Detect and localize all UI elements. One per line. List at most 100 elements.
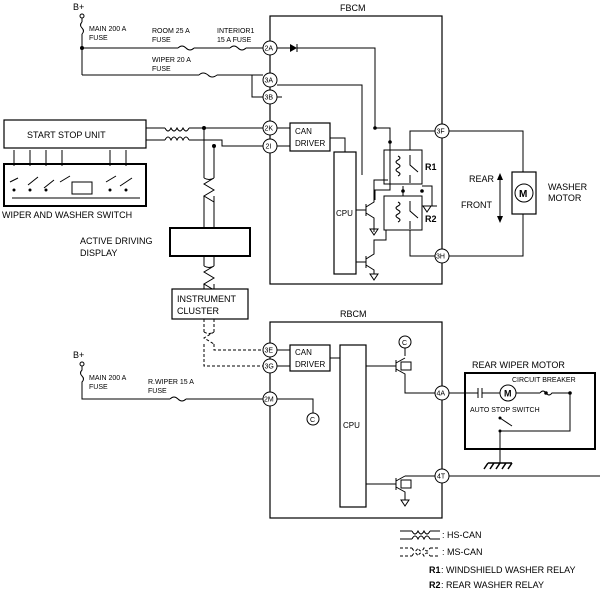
legend-hs-can: : HS-CAN: [442, 530, 482, 540]
rwiper-fuse-symbol: [169, 396, 187, 402]
svg-text:2I: 2I: [266, 144, 272, 151]
auto-stop-switch-contact: [499, 417, 513, 463]
auto-stop-switch-label: AUTO STOP SWITCH: [470, 407, 540, 414]
washer-motor-label-2: MOTOR: [548, 193, 582, 203]
hs-can-twist-1: [203, 177, 215, 203]
hs-can-twist-start-stop: [164, 126, 190, 142]
bplus-top-label: B+: [73, 2, 84, 12]
interior-fuse-label-2: 15 A FUSE: [217, 37, 252, 44]
relay-r1-box: [383, 149, 423, 185]
room-fuse-label-2: FUSE: [152, 37, 171, 44]
wiper-fuse-label-1: WIPER 20 A: [152, 57, 191, 64]
svg-text:CPU: CPU: [336, 209, 353, 218]
ms-can-twist: [203, 331, 215, 345]
circuit-breaker-label: CIRCUIT BREAKER: [512, 377, 576, 384]
svg-text:CAN: CAN: [295, 127, 312, 136]
rbcm-can-driver-box: [289, 344, 331, 372]
rwiper-fuse-label-2: FUSE: [148, 388, 167, 395]
top-supply: B+ MAIN 200 A FUSE ROOM 25 A FUSE INTERI…: [73, 2, 263, 98]
instrument-cluster-label-2: CLUSTER: [177, 306, 220, 316]
rbcm-connector-c-1: [306, 412, 320, 426]
fbcm-cpu-box: [333, 151, 357, 275]
main-fuse-bottom-label-1: MAIN 200 A: [89, 375, 127, 382]
legend-r2-key: R2: [429, 580, 441, 590]
main-fuse-bottom-label-2: FUSE: [89, 384, 108, 391]
rear-wiper-motor-box: [464, 372, 596, 450]
svg-text:3E: 3E: [265, 348, 274, 355]
room-fuse-label-1: ROOM 25 A: [152, 28, 190, 35]
instrument-cluster-box: [171, 288, 249, 320]
rbcm-transistor-1: [366, 348, 435, 394]
svg-text:2K: 2K: [265, 126, 274, 133]
svg-text:DRIVER: DRIVER: [295, 139, 325, 148]
start-stop-unit-box: [3, 119, 147, 149]
svg-text:3B: 3B: [265, 95, 274, 102]
fbcm-can-driver-box: [289, 122, 331, 152]
relay-r2-label: R2: [425, 214, 437, 224]
junction-main-top: [80, 46, 84, 50]
bplus-top-terminal: [79, 13, 85, 19]
interior-fuse-label-1: INTERIOR1: [217, 28, 254, 35]
rbcm-cpu-box: [339, 344, 367, 508]
washer-motor-circuit: M WASHER MOTOR REAR FRONT: [449, 130, 588, 257]
svg-text:3H: 3H: [436, 254, 445, 261]
rear-wiper-motor-label: REAR WIPER MOTOR: [472, 360, 565, 370]
start-stop-unit-label: START STOP UNIT: [27, 130, 106, 140]
ground-symbol: [483, 462, 513, 470]
legend-r1-desc: : WINDSHIELD WASHER RELAY: [441, 565, 576, 575]
fbcm-label: FBCM: [340, 3, 366, 13]
active-driving-display-box: [169, 227, 251, 257]
rear-wiper-motor: REAR WIPER MOTOR M CIRCUIT BREAKER AUTO …: [449, 360, 600, 477]
svg-text:3A: 3A: [265, 78, 274, 85]
rwiper-fuse-label-1: R.WIPER 15 A: [148, 379, 194, 386]
interior-fuse-symbol: [229, 45, 247, 51]
relay-r1-label: R1: [425, 162, 437, 172]
rbcm-label: RBCM: [340, 309, 367, 319]
active-driving-display-label-1: ACTIVE DRIVING: [80, 236, 153, 246]
svg-text:M: M: [504, 389, 512, 399]
svg-text:CPU: CPU: [343, 421, 360, 430]
left-modules: START STOP UNIT WIPER AND WASHER SWITCH: [2, 119, 263, 220]
relay-r1-coil: [395, 155, 401, 177]
active-driving-display-label-2: DISPLAY: [80, 248, 117, 258]
legend-ms-can: : MS-CAN: [442, 547, 483, 557]
relay-r1-contact: [409, 155, 419, 183]
bottom-supply: B+ MAIN 200 A FUSE R.WIPER 15 A FUSE: [73, 350, 263, 402]
svg-text:2M: 2M: [264, 397, 274, 404]
washer-motor-label-1: WASHER: [548, 182, 588, 192]
pin-3a: [262, 72, 278, 88]
fbcm-transistor-2: [356, 230, 387, 274]
switch-contacts: [9, 175, 133, 189]
rbcm-transistor-2: [366, 475, 435, 500]
svg-text:DRIVER: DRIVER: [295, 360, 325, 369]
fbcm-module: FBCM 2A 3A 3B 2K 2I 3F 3H CAN DRIVER: [262, 3, 450, 285]
svg-text:C: C: [402, 340, 407, 347]
legend-r2-desc: : REAR WASHER RELAY: [441, 580, 544, 590]
main-fuse-top-label-1: MAIN 200 A: [89, 26, 127, 33]
svg-text:M: M: [519, 189, 527, 200]
wiper-washer-switch-label: WIPER AND WASHER SWITCH: [2, 210, 132, 220]
fbcm-ground-refs: [422, 205, 432, 213]
bplus-bottom-label: B+: [73, 350, 84, 360]
fbcm-transistor-1: [356, 179, 388, 232]
legend-r1-key: R1: [429, 565, 441, 575]
svg-text:4A: 4A: [437, 391, 446, 398]
diode-symbol: [290, 44, 297, 52]
front-direction-label: FRONT: [461, 200, 492, 210]
wiper-fuse-label-2: FUSE: [152, 66, 171, 73]
rear-direction-label: REAR: [469, 174, 495, 184]
relay-r2-contact: [409, 201, 419, 229]
relay-r2-coil: [395, 201, 401, 223]
bplus-bottom-terminal: [79, 361, 85, 367]
svg-text:4T: 4T: [437, 474, 446, 481]
svg-text:3F: 3F: [437, 129, 445, 136]
svg-text:3G: 3G: [265, 364, 274, 371]
legend-hs-can-symbol: [411, 529, 431, 541]
wiper-washer-switch-box: [3, 163, 147, 207]
can-bus-vertical: ACTIVE DRIVING DISPLAY INSTRUMENT CLUSTE…: [80, 128, 263, 367]
legend: : HS-CAN : MS-CAN R1 : WINDSHIELD WASHER…: [400, 529, 576, 590]
svg-text:2A: 2A: [265, 46, 274, 53]
instrument-cluster-label-1: INSTRUMENT: [177, 294, 236, 304]
washer-motor-symbol: [514, 183, 534, 203]
